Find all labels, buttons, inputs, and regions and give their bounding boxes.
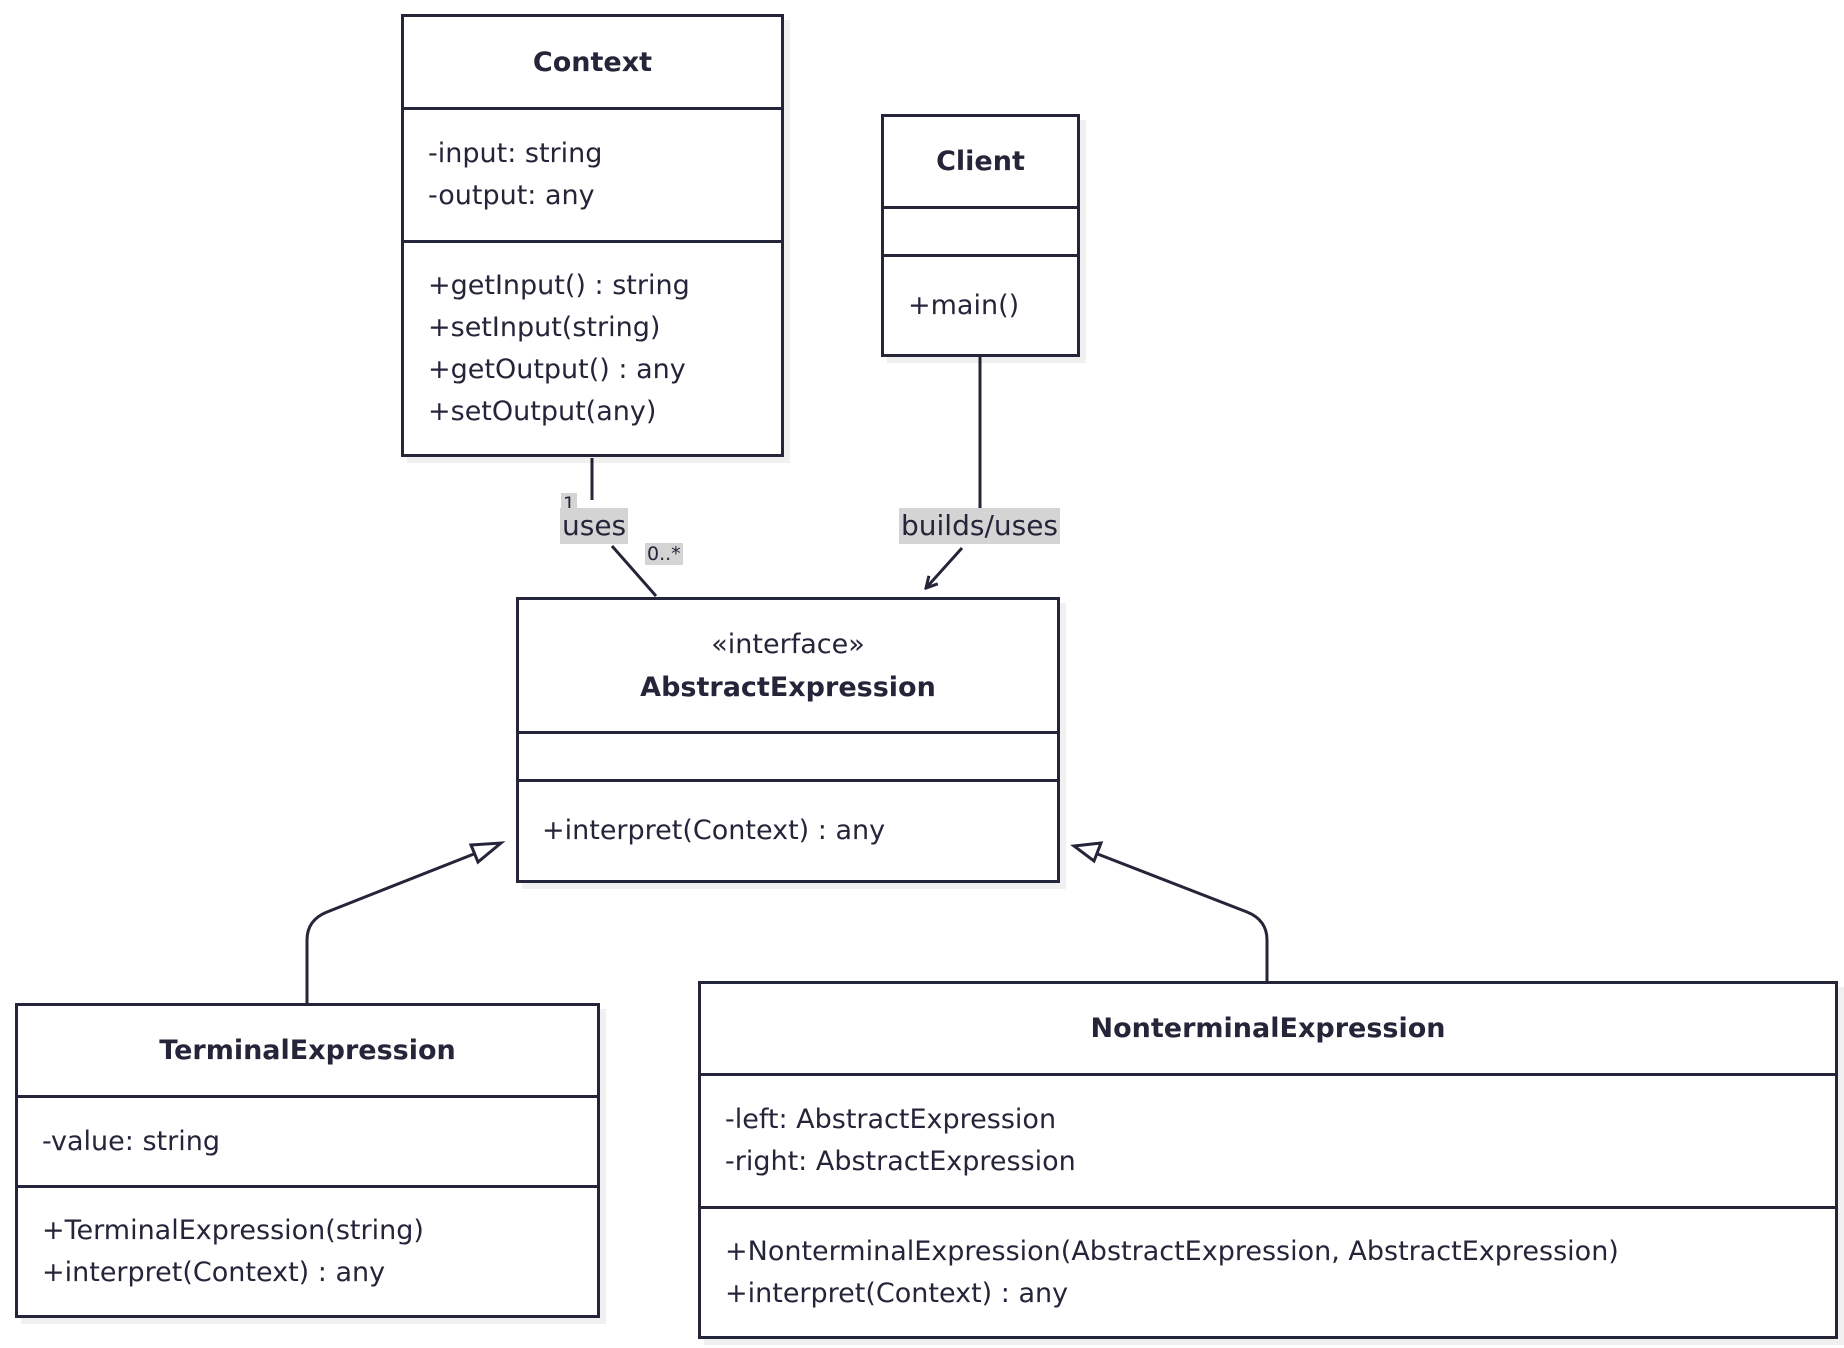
terminal-expression-methods: +TerminalExpression(string) +interpret(C… [18,1188,597,1315]
attribute-row: -right: AbstractExpression [725,1146,1076,1177]
nonterminal-expression-attributes: -left: AbstractExpression -right: Abstra… [701,1076,1835,1209]
nonterminal-expression-name: NonterminalExpression [1090,1013,1446,1044]
attribute-row: -value: string [42,1125,220,1157]
method-row: +NonterminalExpression(AbstractExpressio… [725,1235,1619,1267]
context-attributes: -input: string -output: any [404,110,781,243]
interface-stereotype: «interface» [711,628,865,660]
context-class: Context -input: string -output: any +get… [401,14,784,457]
attribute-row: -left: AbstractExpression [725,1104,1057,1135]
method-row: +getOutput() : any [428,353,686,385]
abstract-expression-name: AbstractExpression [640,671,936,703]
method-row: +main() [908,289,1020,321]
method-row: +TerminalExpression(string) [42,1214,424,1246]
nonterminal-realization-arrowhead [1070,841,1104,864]
method-row: +setOutput(any) [428,395,657,427]
client-attributes [884,209,1077,257]
terminal-expression-attributes: -value: string [18,1098,597,1188]
context-class-header: Context [404,17,781,110]
abstract-expression-attributes [519,734,1057,782]
nonterminal-realization-line [1094,851,1269,982]
terminal-expression-class: TerminalExpression -value: string +Termi… [15,1003,600,1318]
terminal-expression-header: TerminalExpression [18,1006,597,1098]
context-class-name: Context [532,46,653,78]
method-row: +setInput(string) [428,311,661,343]
attribute-row: -input: string [428,138,603,169]
context-uses-label: uses [560,508,629,544]
method-row: +getInput() : string [428,269,690,301]
nonterminal-expression-class: NonterminalExpression -left: AbstractExp… [698,981,1838,1339]
client-class-name: Client [936,146,1025,177]
client-class: Client +main() [881,114,1080,357]
terminal-expression-name: TerminalExpression [159,1035,456,1066]
method-row: +interpret(Context) : any [542,815,886,846]
abstract-expression-methods: +interpret(Context) : any [519,782,1057,880]
client-builds-arrow [926,546,964,588]
method-row: +interpret(Context) : any [42,1256,386,1288]
terminal-realization-arrowhead [468,841,506,865]
abstract-expression-header: «interface» AbstractExpression [519,600,1057,734]
nonterminal-expression-header: NonterminalExpression [701,984,1835,1076]
terminal-realization-line [305,848,485,1004]
nonterminal-expression-methods: +NonterminalExpression(AbstractExpressio… [701,1209,1835,1336]
client-class-header: Client [884,117,1077,209]
context-methods: +getInput() : string +setInput(string) +… [404,243,781,454]
client-methods: +main() [884,257,1077,354]
context-uses-line [590,458,658,597]
abstract-multiplicity-label: 0..* [645,543,683,565]
client-builds-label: builds/uses [899,508,1061,544]
abstract-expression-interface: «interface» AbstractExpression +interpre… [516,597,1060,883]
method-row: +interpret(Context) : any [725,1277,1069,1309]
attribute-row: -output: any [428,180,595,211]
